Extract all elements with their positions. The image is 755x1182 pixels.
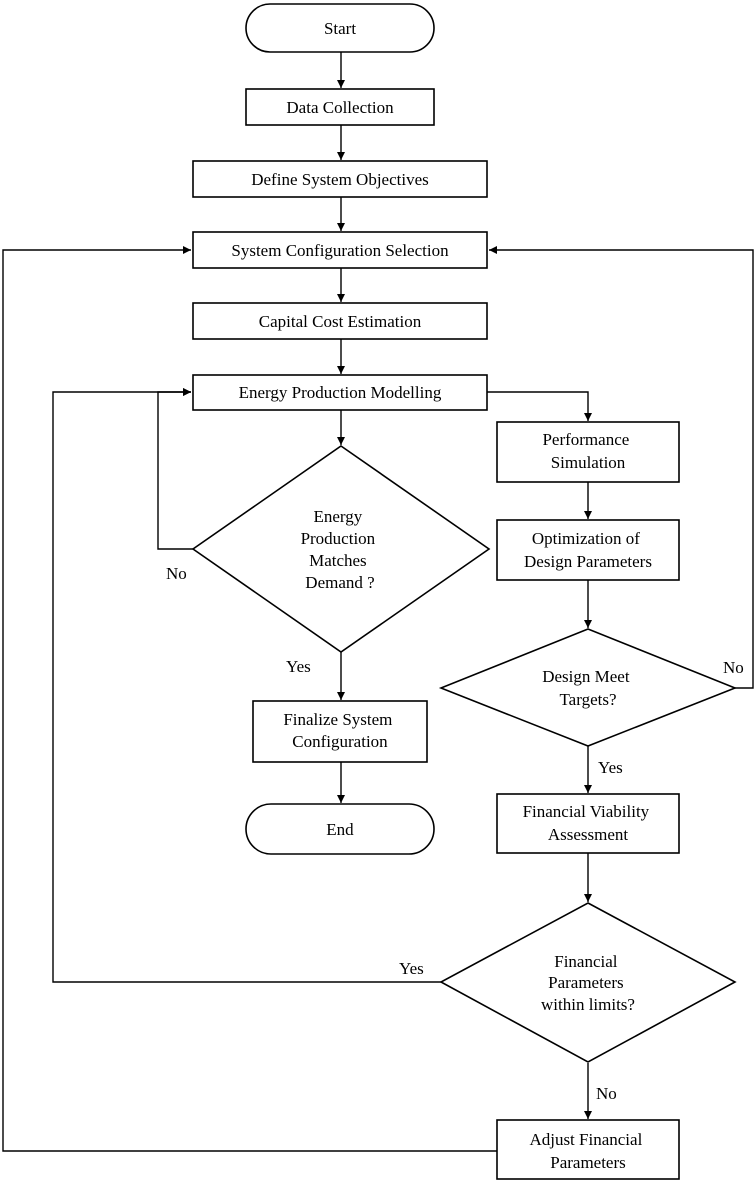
financial-decision-line-2: Parameters xyxy=(548,973,624,992)
arrow-adjust-loop xyxy=(2,246,497,1152)
design-yes-label: Yes xyxy=(598,758,623,777)
financial-decision-label: Financial Parameters within limits? xyxy=(541,952,635,1014)
design-no-label: No xyxy=(723,658,744,677)
start-terminal: Start xyxy=(245,3,435,53)
adjust-financial-box: Adjust Financial Parameters xyxy=(496,1119,680,1180)
finalize-line-2: Configuration xyxy=(292,732,388,751)
energy-decision-line-2: Production xyxy=(301,529,376,548)
financial-assessment-line-2: Assessment xyxy=(548,825,629,844)
finalize-label: Finalize System Configuration xyxy=(283,710,396,751)
end-terminal: End xyxy=(245,803,435,855)
arrow-financial-yes-loop xyxy=(52,388,441,983)
design-decision-label: Design Meet Targets? xyxy=(542,667,634,709)
optimization-line-1: Optimization of xyxy=(532,529,640,548)
start-label: Start xyxy=(324,19,356,38)
finalize-line-1: Finalize System xyxy=(283,710,392,729)
energy-modelling-box: Energy Production Modelling xyxy=(192,374,488,411)
config-selection-label: System Configuration Selection xyxy=(231,241,449,260)
energy-yes-label: Yes xyxy=(286,657,311,676)
data-collection-box: Data Collection xyxy=(245,88,435,126)
arrow-design-no-loop xyxy=(489,246,754,689)
financial-decision-line-1: Financial xyxy=(554,952,618,971)
performance-sim-box: Performance Simulation xyxy=(496,421,680,483)
financial-assessment-box: Financial Viability Assessment xyxy=(496,793,680,854)
energy-decision-label: Energy Production Matches Demand ? xyxy=(301,507,380,592)
energy-decision-line-3: Matches xyxy=(309,551,367,570)
financial-assessment-line-1: Financial Viability xyxy=(523,802,650,821)
financial-assessment-label: Financial Viability Assessment xyxy=(523,802,654,844)
arrow-energy-no-loop xyxy=(157,388,193,550)
connectors xyxy=(2,52,754,1152)
performance-sim-label: Performance Simulation xyxy=(542,430,633,472)
adjust-financial-line-2: Parameters xyxy=(550,1153,626,1172)
capital-cost-box: Capital Cost Estimation xyxy=(192,302,488,340)
performance-sim-line-1: Performance xyxy=(542,430,629,449)
end-label: End xyxy=(326,820,354,839)
adjust-financial-line-1: Adjust Financial xyxy=(529,1130,642,1149)
capital-cost-label: Capital Cost Estimation xyxy=(259,312,422,331)
energy-modelling-label: Energy Production Modelling xyxy=(239,383,442,402)
energy-decision-line-1: Energy xyxy=(313,507,362,526)
financial-decision-diamond: Financial Parameters within limits? xyxy=(439,902,737,1063)
energy-decision-diamond: Energy Production Matches Demand ? xyxy=(191,445,491,653)
performance-sim-line-2: Simulation xyxy=(551,453,626,472)
data-collection-label: Data Collection xyxy=(286,98,394,117)
define-objectives-box: Define System Objectives xyxy=(192,160,488,198)
design-decision-line-2: Targets? xyxy=(559,690,616,709)
arrow-modelling-to-performance xyxy=(487,391,592,421)
optimization-box: Optimization of Design Parameters xyxy=(496,519,680,581)
finalize-box: Finalize System Configuration xyxy=(252,700,428,763)
energy-no-label: No xyxy=(166,564,187,583)
config-selection-box: System Configuration Selection xyxy=(192,231,488,269)
optimization-label: Optimization of Design Parameters xyxy=(524,529,652,571)
design-decision-line-1: Design Meet xyxy=(542,667,630,686)
energy-decision-line-4: Demand ? xyxy=(305,573,374,592)
financial-no-label: No xyxy=(596,1084,617,1103)
financial-yes-label: Yes xyxy=(399,959,424,978)
optimization-line-2: Design Parameters xyxy=(524,552,652,571)
design-decision-diamond: Design Meet Targets? xyxy=(438,628,738,747)
adjust-financial-label: Adjust Financial Parameters xyxy=(529,1130,646,1172)
financial-decision-line-3: within limits? xyxy=(541,995,635,1014)
define-objectives-label: Define System Objectives xyxy=(251,170,429,189)
